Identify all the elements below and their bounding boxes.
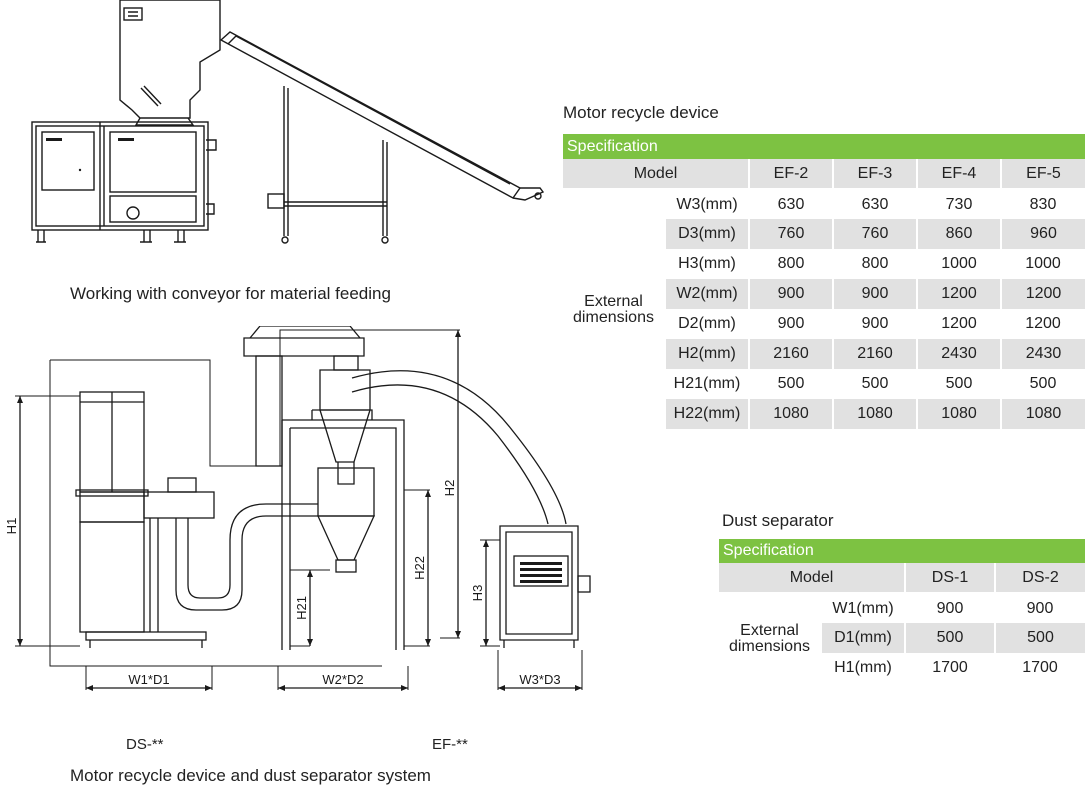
motor-cell: 1200 [917, 309, 1001, 339]
motor-cell: 960 [1000, 219, 1085, 249]
granulator-conveyor-drawing [31, 0, 545, 244]
dim-label-w1d1: W1*D1 [128, 672, 169, 687]
motor-cell: 1000 [917, 249, 1001, 279]
dim-label-h21: H21 [294, 596, 309, 620]
dust-row-label: D1(mm) [820, 623, 905, 653]
motor-group-label-line2: dimensions [573, 308, 654, 326]
motor-cell: 760 [832, 219, 917, 249]
motor-cell: 900 [749, 309, 833, 339]
dust-row-label: W1(mm) [821, 593, 905, 623]
motor-row-label: H2(mm) [664, 339, 749, 369]
dust-cell: 500 [904, 623, 995, 653]
dust-model-ds1: DS-1 [904, 563, 995, 594]
motor-cell: 1200 [916, 279, 1001, 309]
motor-cell: 900 [748, 279, 833, 309]
label-ef-model: EF-** [432, 736, 468, 753]
motor-model-ef5: EF-5 [1000, 159, 1085, 190]
motor-cell: 1080 [832, 399, 917, 429]
dust-row-label: H1(mm) [821, 653, 905, 683]
dust-group-label-line2: dimensions [729, 637, 810, 655]
motor-cell: 730 [917, 189, 1001, 219]
motor-cell: 2160 [832, 339, 917, 369]
motor-group-label-line1: External [584, 292, 643, 310]
motor-cell: 2430 [1000, 339, 1085, 369]
dim-label-h1: H1 [4, 518, 19, 535]
motor-row-label: H3(mm) [665, 249, 749, 279]
dust-spec-table: Specification Model DS-1 DS-2 External d… [719, 539, 1085, 683]
motor-row-label: H22(mm) [664, 399, 749, 429]
dust-cell: 1700 [905, 653, 995, 683]
motor-row-label: H21(mm) [665, 369, 749, 399]
dim-label-w2d2: W2*D2 [322, 672, 363, 687]
motor-table-title: Motor recycle device [563, 103, 719, 122]
motor-model-label: Model [563, 159, 749, 190]
dim-label-h22: H22 [412, 556, 427, 580]
motor-cell: 800 [749, 249, 833, 279]
motor-row-label: D3(mm) [664, 219, 749, 249]
dust-cell: 1700 [995, 653, 1085, 683]
motor-cell: 630 [749, 189, 833, 219]
dim-label-h2: H2 [442, 480, 457, 497]
motor-cell: 2160 [748, 339, 833, 369]
dust-model-label: Model [719, 563, 905, 594]
motor-row-label: D2(mm) [665, 309, 749, 339]
dust-spec-header: Specification [719, 539, 1085, 563]
motor-spec-table: Specification Model EF-2 EF-3 EF-4 EF-5 … [563, 134, 1085, 429]
motor-cell: 630 [833, 189, 917, 219]
motor-cell: 900 [833, 309, 917, 339]
motor-model-ef2: EF-2 [748, 159, 833, 190]
dust-group-label: External dimensions [719, 593, 821, 683]
motor-cell: 1080 [1000, 399, 1085, 429]
dust-model-ds2: DS-2 [994, 563, 1085, 594]
motor-cell: 1000 [1001, 249, 1085, 279]
dim-label-w3d3: W3*D3 [519, 672, 560, 687]
motor-cell: 500 [833, 369, 917, 399]
motor-group-label: External dimensions [563, 189, 665, 429]
dust-table-title: Dust separator [722, 511, 834, 530]
dust-cell: 500 [994, 623, 1085, 653]
motor-cell: 830 [1001, 189, 1085, 219]
dust-cell: 900 [905, 593, 995, 623]
motor-cell: 500 [749, 369, 833, 399]
motor-cell: 1080 [748, 399, 833, 429]
top-caption: Working with conveyor for material feedi… [70, 284, 391, 303]
motor-cell: 1080 [916, 399, 1001, 429]
label-ds-model: DS-** [126, 736, 164, 753]
motor-cell: 500 [1001, 369, 1085, 399]
system-dimension-drawing: H1 H2 H22 H21 H3 W1*D1 W2*D2 W3*D3 [4, 326, 591, 691]
dust-cell: 900 [995, 593, 1085, 623]
motor-row-label: W2(mm) [664, 279, 749, 309]
motor-spec-header: Specification [563, 134, 1085, 159]
motor-model-ef3: EF-3 [832, 159, 917, 190]
motor-cell: 760 [748, 219, 833, 249]
motor-cell: 1200 [1001, 309, 1085, 339]
motor-cell: 500 [917, 369, 1001, 399]
motor-row-label: W3(mm) [665, 189, 749, 219]
motor-cell: 900 [832, 279, 917, 309]
dust-group-label-line1: External [740, 621, 799, 639]
motor-cell: 1200 [1000, 279, 1085, 309]
motor-model-ef4: EF-4 [916, 159, 1001, 190]
motor-cell: 800 [833, 249, 917, 279]
motor-cell: 2430 [916, 339, 1001, 369]
bottom-caption: Motor recycle device and dust separator … [70, 766, 431, 785]
motor-cell: 860 [916, 219, 1001, 249]
dim-label-h3: H3 [470, 585, 485, 602]
